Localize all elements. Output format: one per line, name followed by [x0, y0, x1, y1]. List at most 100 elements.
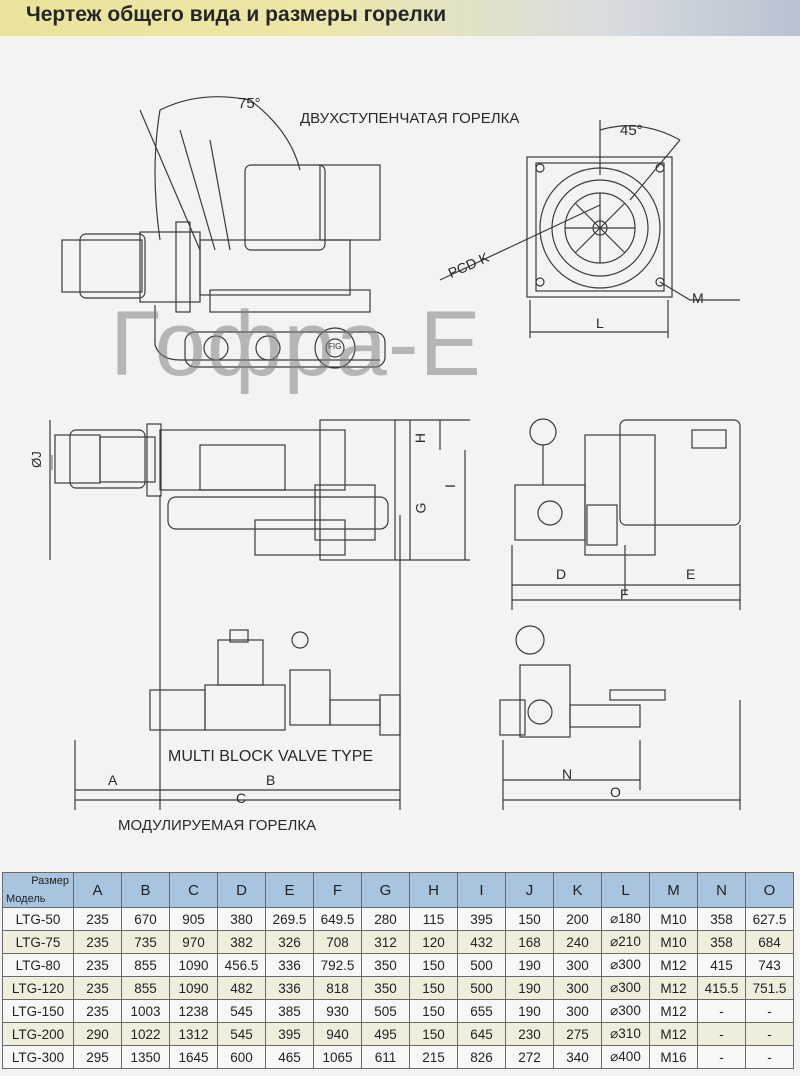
drawing-lines — [49, 96, 741, 810]
dimension-cell: 649.5 — [313, 907, 362, 931]
dimension-cell: 792.5 — [313, 953, 362, 977]
dimension-cell: 940 — [313, 1022, 362, 1046]
dimension-cell: 380 — [217, 907, 266, 931]
fig-label: FIG — [328, 342, 342, 351]
dimension-cell: ⌀180 — [601, 907, 650, 931]
dimension-cell: 235 — [73, 907, 122, 931]
dimension-cell: 272 — [505, 1045, 554, 1069]
l-label: L — [596, 315, 604, 331]
column-header: A — [73, 872, 122, 908]
dimension-cell: 350 — [361, 953, 410, 977]
dimension-cell: ⌀210 — [601, 930, 650, 954]
dimension-cell: 150 — [505, 907, 554, 931]
table-header-row: Размер Модель A B C D E F G H I J K L M … — [2, 872, 794, 908]
dimension-cell: M10 — [649, 907, 698, 931]
dimension-cell: 150 — [409, 1022, 458, 1046]
dimension-cell: 168 — [505, 930, 554, 954]
model-cell: LTG-120 — [2, 976, 74, 1000]
dimension-cell: M16 — [649, 1045, 698, 1069]
c-label: C — [236, 790, 247, 806]
dimension-cell: 500 — [457, 976, 506, 1000]
dimension-cell: M12 — [649, 976, 698, 1000]
h-label: H — [412, 432, 429, 444]
dimension-cell: 826 — [457, 1045, 506, 1069]
dimension-cell: 684 — [745, 930, 794, 954]
dimension-cell: 415 — [697, 953, 746, 977]
dimension-cell: 970 — [169, 930, 218, 954]
dimension-cell: 751.5 — [745, 976, 794, 1000]
dimension-cell: 1003 — [121, 999, 170, 1023]
dimension-cell: 905 — [169, 907, 218, 931]
modulated-burner-label: МОДУЛИРУЕМАЯ ГОРЕЛКА — [118, 817, 317, 834]
dimension-cell: 235 — [73, 930, 122, 954]
dimensions-table: Размер Модель A B C D E F G H I J K L M … — [2, 872, 794, 1069]
two-stage-burner-label: ДВУХСТУПЕНЧАТАЯ ГОРЕЛКА — [300, 110, 520, 127]
dimension-cell: 1238 — [169, 999, 218, 1023]
m-label: M — [692, 290, 704, 306]
dimension-cell: ⌀300 — [601, 999, 650, 1023]
dimension-cell: 655 — [457, 999, 506, 1023]
column-header: F — [313, 872, 362, 908]
dimension-cell: 1090 — [169, 953, 218, 977]
dimension-cell: - — [697, 1045, 746, 1069]
dimension-cell: 395 — [457, 907, 506, 931]
column-header: M — [649, 872, 698, 908]
dimension-cell: 230 — [505, 1022, 554, 1046]
n-label: N — [562, 766, 573, 782]
dimension-cell: 415.5 — [697, 976, 746, 1000]
dimension-cell: 735 — [121, 930, 170, 954]
dimension-cell: 627.5 — [745, 907, 794, 931]
dimension-cell: 395 — [265, 1022, 314, 1046]
dimension-cell: 611 — [361, 1045, 410, 1069]
dimension-cell: 336 — [265, 953, 314, 977]
column-header: H — [409, 872, 458, 908]
corner-model-label: Модель — [6, 893, 46, 905]
dimension-cell: 280 — [361, 907, 410, 931]
dimension-cell: 240 — [553, 930, 602, 954]
dimension-cell: ⌀300 — [601, 976, 650, 1000]
dimension-cell: 350 — [361, 976, 410, 1000]
column-header: L — [601, 872, 650, 908]
dimension-cell: 1090 — [169, 976, 218, 1000]
dimension-cell: - — [745, 1022, 794, 1046]
g-label: G — [412, 502, 429, 514]
technical-drawing: 75° ДВУХСТУПЕНЧАТАЯ ГОРЕЛКА 45° PCD K M … — [0, 40, 800, 860]
dimension-cell: 482 — [217, 976, 266, 1000]
column-header: O — [745, 872, 794, 908]
dimension-cell: 456.5 — [217, 953, 266, 977]
page-title: Чертеж общего вида и размеры горелки — [26, 3, 447, 26]
dimension-cell: 500 — [457, 953, 506, 977]
column-header: J — [505, 872, 554, 908]
dimension-cell: M12 — [649, 999, 698, 1023]
dimension-cell: 1022 — [121, 1022, 170, 1046]
column-header: B — [121, 872, 170, 908]
dimension-cell: 336 — [265, 976, 314, 1000]
column-header: E — [265, 872, 314, 908]
dimension-cell: 326 — [265, 930, 314, 954]
dimension-cell: 115 — [409, 907, 458, 931]
dimension-cell: 432 — [457, 930, 506, 954]
title-bar: Чертеж общего вида и размеры горелки — [0, 0, 800, 36]
column-header: K — [553, 872, 602, 908]
dimension-cell: 150 — [409, 999, 458, 1023]
dimension-cell: 235 — [73, 976, 122, 1000]
watermark: Гофра-Е — [110, 293, 482, 395]
dimension-cell: 1350 — [121, 1045, 170, 1069]
dimension-cell: M12 — [649, 953, 698, 977]
dimension-cell: 385 — [265, 999, 314, 1023]
e-label: E — [686, 566, 696, 582]
dimension-cell: 670 — [121, 907, 170, 931]
multi-block-valve-label: MULTI BLOCK VALVE TYPE — [168, 748, 374, 765]
dimension-cell: - — [697, 999, 746, 1023]
dimension-cell: 200 — [553, 907, 602, 931]
model-cell: LTG-80 — [2, 953, 74, 977]
oj-label: ØJ — [28, 451, 44, 468]
column-header: C — [169, 872, 218, 908]
dimension-cell: 300 — [553, 999, 602, 1023]
column-header: G — [361, 872, 410, 908]
dimension-cell: M10 — [649, 930, 698, 954]
dimension-cell: 505 — [361, 999, 410, 1023]
dimension-cell: - — [745, 1045, 794, 1069]
